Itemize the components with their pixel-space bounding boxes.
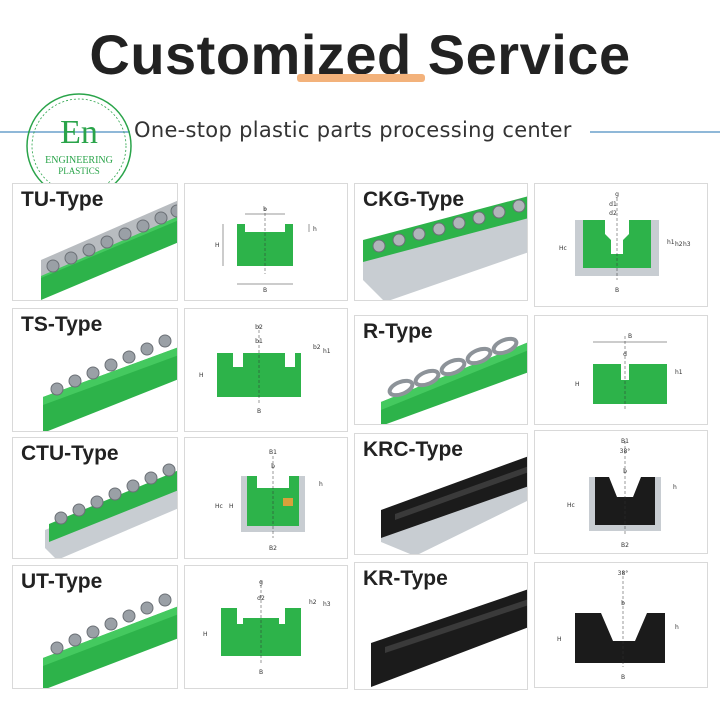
product-photo-ctu: CTU-Type [12,437,178,559]
dim-label: b2 [313,344,321,351]
ts-photo-drawing [43,334,177,431]
ckg-cross-section: g d1 d2 h1 h2 h3 Hc B [559,191,691,294]
dim-label: H [215,242,220,249]
dim-label: B [615,287,619,294]
kr-cross-section: 38° b h H B [557,570,679,681]
dim-label: B [259,669,263,676]
tu-photo-drawing [41,200,177,300]
ctu-cross-section: B1 b h Hc H B2 [215,449,323,552]
product-photo-kr: KR-Type [354,562,528,690]
dim-label: h2 [675,241,683,248]
dim-label: Hc [215,503,223,510]
divider-right [590,131,720,133]
dim-label: h [319,481,323,488]
dim-label: d [623,351,627,358]
dim-label: d2 [257,595,265,602]
dim-label: b [263,206,267,213]
dim-label: B1 [269,449,277,456]
product-label-ctu: CTU-Type [21,442,119,465]
product-photo-ts: TS-Type [12,308,178,432]
product-label-krc: KRC-Type [363,438,463,461]
diagram-r: B d h1 H [534,315,708,425]
product-photo-ckg: CKG-Type [354,183,528,301]
product-photo-krc: KRC-Type [354,433,528,555]
logo-monogram: En [60,114,98,151]
dim-label: H [575,381,580,388]
diagram-ctu: B1 b h Hc H B2 [184,437,348,559]
dim-label: g [615,191,619,198]
product-photo-ut: UT-Type [12,565,178,689]
dim-label: h1 [667,239,675,246]
product-photo-r: R-Type [354,315,528,425]
diagram-tu: b h H B [184,183,348,301]
diagram-krc: B1 38° b h Hc B2 [534,430,708,554]
ut-photo-drawing [43,593,177,688]
page-subtitle: One-stop plastic parts processing center [134,118,572,142]
product-label-r: R-Type [363,320,433,343]
dim-label: H [199,372,204,379]
diagram-ckg: g d1 d2 h1 h2 h3 Hc B [534,183,708,307]
diagram-ut: g d2 h2 h3 H B [184,565,348,689]
dim-label: 38° [618,570,629,577]
dim-label: b [623,468,627,475]
diagram-ts: b2 b1 b2 h1 H B [184,308,348,432]
dim-label: B [628,333,632,340]
dim-label: B [257,408,261,415]
r-photo-drawing [381,336,527,424]
product-label-ckg: CKG-Type [363,188,465,211]
divider-left [0,131,130,133]
dim-label: B2 [621,542,629,549]
diagram-kr: 38° b h H B [534,562,708,688]
dim-label: b2 [255,324,263,331]
dim-label: b [621,600,625,607]
dim-label: h2 [309,599,317,606]
logo-line2: PLASTICS [58,166,100,176]
dim-label: H [203,631,208,638]
dim-label: H [229,503,234,510]
dim-label: d1 [609,201,617,208]
dim-label: h1 [323,348,331,355]
dim-label: h3 [683,241,691,248]
ctu-photo-drawing [45,463,177,558]
dim-label: B2 [269,545,277,552]
dim-label: h [673,484,677,491]
dim-label: g [259,579,263,586]
dim-label: B1 [621,438,629,445]
tu-cross-section: b h H B [215,206,317,294]
dim-label: B [263,287,267,294]
product-label-ut: UT-Type [21,570,103,593]
dim-label: Hc [559,245,567,252]
logo-line1: ENGINEERING [45,155,113,166]
ts-cross-section: b2 b1 b2 h1 H B [199,324,331,415]
dim-label: h [675,624,679,631]
krc-cross-section: B1 38° b h Hc B2 [567,438,677,549]
dim-label: d2 [609,210,617,217]
dim-label: b1 [255,338,263,345]
product-photo-tu: TU-Type [12,183,178,301]
product-label-kr: KR-Type [363,567,448,590]
ckg-photo-drawing [363,196,527,300]
product-label-ts: TS-Type [21,313,103,336]
dim-label: h3 [323,601,331,608]
title-accent-underline [297,74,425,82]
product-label-tu: TU-Type [21,188,104,211]
dim-label: h1 [675,369,683,376]
dim-label: H [557,636,562,643]
krc-photo-drawing [381,456,527,554]
ut-cross-section: g d2 h2 h3 H B [203,579,331,676]
dim-label: B [621,674,625,681]
dim-label: Hc [567,502,575,509]
dim-label: 38° [620,448,631,455]
dim-label: b [271,463,275,470]
kr-photo-drawing [371,589,527,687]
dim-label: h [313,226,317,233]
r-cross-section: B d h1 H [575,333,683,410]
